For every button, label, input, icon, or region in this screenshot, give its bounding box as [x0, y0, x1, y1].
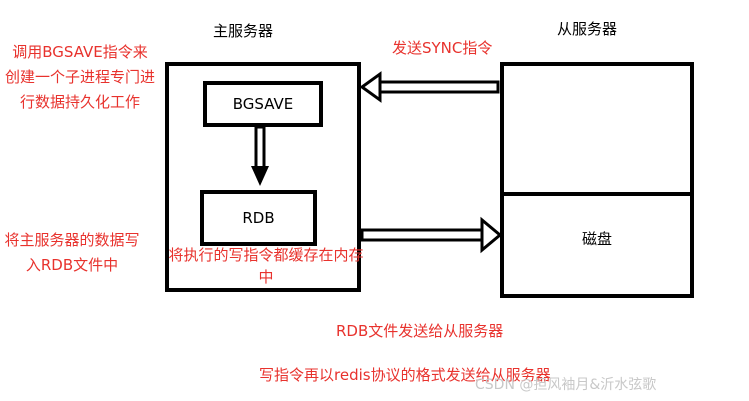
rdb-label: RDB: [242, 209, 275, 227]
rdb-transfer-arrow: [360, 216, 503, 254]
disk-label: 磁盘: [581, 230, 612, 248]
sync-command-label: 发送SYNC指令: [392, 39, 493, 57]
disk-box: 磁盘: [500, 192, 694, 298]
write-buffer-note: 将执行的写指令都缓存在内存中: [168, 246, 364, 286]
rdb-write-description: 将主服务器的数据写入RDB文件中: [4, 231, 140, 274]
sync-arrow: [359, 71, 500, 103]
rdb-send-label: RDB文件发送给从服务器: [336, 322, 504, 340]
rdb-file-box: RDB: [200, 190, 317, 246]
slave-server-title: 从服务器: [557, 20, 618, 38]
master-server-title: 主服务器: [213, 22, 274, 40]
csdn-watermark: CSDN @担风袖月&沂水弦歌: [475, 377, 657, 393]
bgsave-label: BGSAVE: [232, 95, 294, 113]
bgsave-process-box: BGSAVE: [203, 81, 323, 127]
write-command-send-label: 写指令再以redis协议的格式发送给从服务器: [259, 366, 551, 384]
bgsave-to-rdb-arrow: [251, 125, 269, 186]
bgsave-description: 调用BGSAVE指令来创建一个子进程专门进行数据持久化工作: [5, 43, 156, 111]
